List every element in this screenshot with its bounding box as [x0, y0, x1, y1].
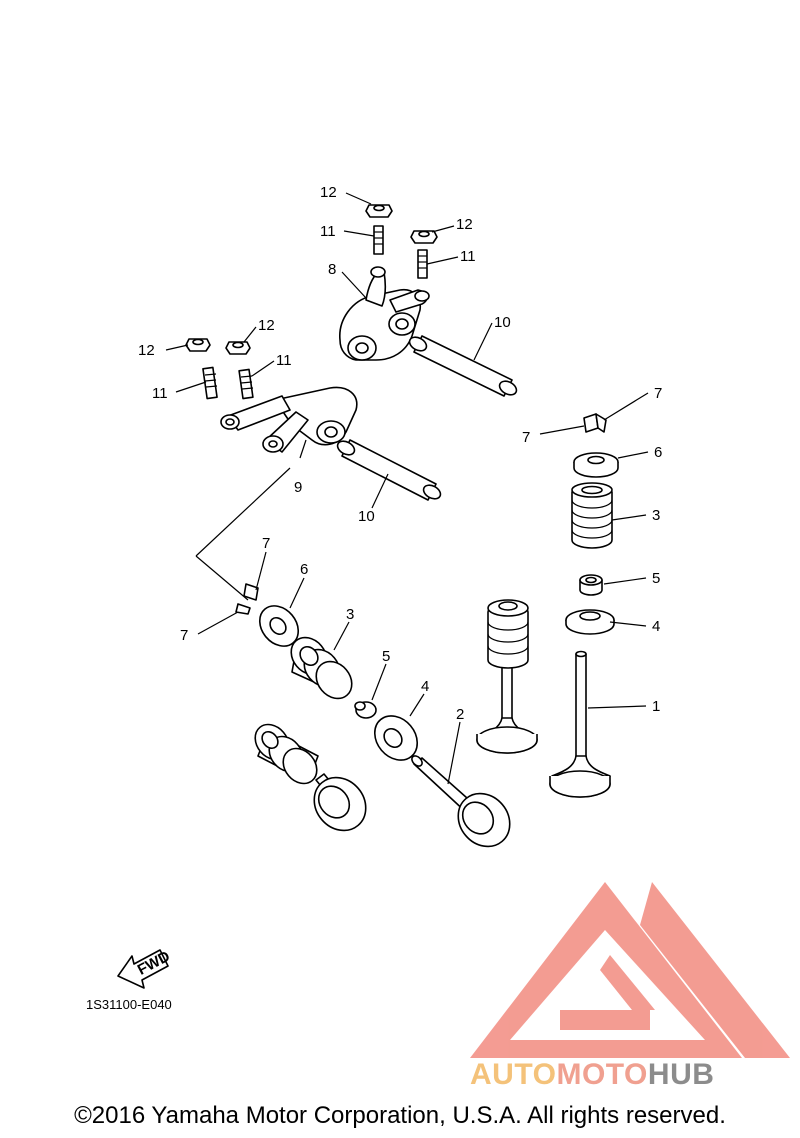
callout-11: 11	[276, 352, 292, 369]
valve-right	[549, 650, 611, 798]
fwd-arrow-icon: FWD	[117, 948, 173, 989]
rocker-shaft-lower	[336, 439, 442, 501]
automotohub-logo	[470, 882, 790, 1058]
rocker-arm-upper	[339, 266, 430, 361]
callout-4: 4	[421, 678, 429, 695]
callout-10: 10	[494, 314, 511, 331]
spring-retainer-left	[258, 605, 300, 647]
adjuster-screw-lower-left	[202, 366, 218, 400]
adjuster-screw-lower-right	[238, 368, 254, 400]
callout-10: 10	[358, 508, 375, 525]
valve-assembled-left	[254, 723, 367, 832]
watermark-hub: HUB	[647, 1058, 715, 1091]
callout-7: 7	[522, 429, 530, 446]
spring-seat-right	[565, 609, 615, 635]
group-bracket-9	[195, 467, 291, 601]
locknut-lower-right	[225, 341, 251, 355]
copyright-notice: ©2016 Yamaha Motor Corporation, U.S.A. A…	[74, 1102, 726, 1129]
callout-3: 3	[346, 606, 354, 623]
rocker-arm-lower	[220, 386, 358, 453]
adjuster-screw-upper-right	[417, 249, 428, 279]
callout-7: 7	[180, 627, 188, 644]
callout-12: 12	[320, 184, 337, 201]
callout-1: 1	[652, 698, 660, 715]
callout-11: 11	[320, 223, 336, 240]
diagram-code: 1S31100-E040	[86, 997, 172, 1012]
callout-5: 5	[652, 570, 660, 587]
valve-cotter-right	[583, 413, 607, 433]
spring-retainer-right	[573, 452, 619, 478]
callout-7: 7	[262, 535, 270, 552]
adjuster-screw-upper-left	[373, 225, 384, 255]
callout-6: 6	[300, 561, 308, 578]
valve-left	[411, 755, 511, 848]
callout-3: 3	[652, 507, 660, 524]
callout-8: 8	[328, 261, 336, 278]
callout-12: 12	[456, 216, 473, 233]
valve-cotter-left	[235, 583, 259, 615]
watermark-auto: AUTO	[470, 1058, 557, 1091]
valve-spring-right	[571, 482, 613, 549]
locknut-upper-right	[410, 230, 438, 244]
locknut-lower-left	[185, 338, 211, 352]
rocker-shaft-upper	[408, 335, 518, 397]
callout-7: 7	[654, 385, 662, 402]
callout-2: 2	[456, 706, 464, 723]
valve-spring-left	[290, 636, 353, 700]
watermark-moto: MOTO	[556, 1058, 648, 1091]
callout-5: 5	[382, 648, 390, 665]
valve-stem-seal-left	[354, 701, 377, 719]
callout-11: 11	[152, 385, 168, 402]
callout-6: 6	[654, 444, 662, 461]
watermark-text: AUTOMOTOHUB	[470, 1058, 714, 1092]
spring-seat-left	[373, 715, 419, 761]
valve-stem-seal-right	[579, 574, 603, 596]
callout-9: 9	[294, 479, 302, 496]
callout-4: 4	[652, 618, 660, 635]
leader-lines	[165, 192, 649, 785]
callout-labels: 12 11 12 11 8 10 12 12 11 11 9 10 7 7 6 …	[138, 184, 662, 723]
callout-12: 12	[258, 317, 275, 334]
callout-12: 12	[138, 342, 155, 359]
callout-11: 11	[460, 248, 476, 265]
valve-assembled-center	[476, 599, 538, 754]
locknut-upper-left	[365, 204, 393, 218]
